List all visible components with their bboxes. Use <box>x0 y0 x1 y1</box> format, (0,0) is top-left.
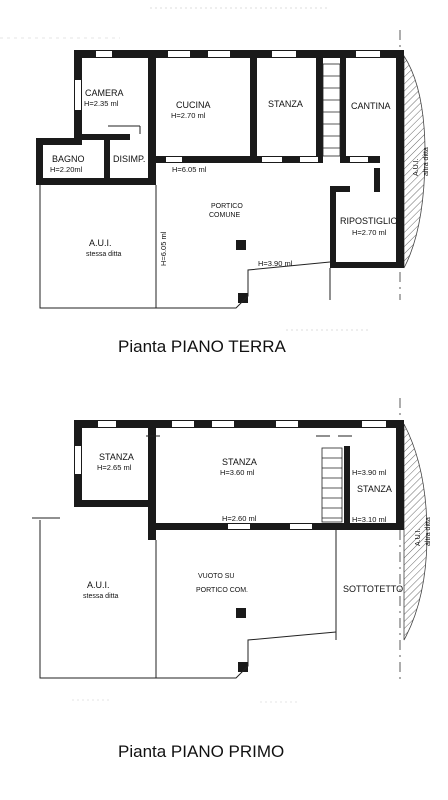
void-over-portico-line1: VUOTO SU <box>198 573 234 580</box>
room-cantina: CANTINA <box>351 101 391 111</box>
room-bagno: BAGNO <box>52 154 85 164</box>
neighbour-hatch-ground <box>403 54 426 269</box>
first-floor-staircase <box>321 447 343 523</box>
room-stanza-middle: STANZA <box>222 457 257 467</box>
aui-same-owner-ground-sub: stessa ditta <box>86 251 122 258</box>
aui-same-owner-ground: A.U.I. <box>89 238 112 248</box>
aui-other-owner-ground-line1: A.U.I. <box>413 158 420 176</box>
room-ripostiglio-height: H=2.70 ml <box>352 228 387 237</box>
room-camera: CAMERA <box>85 88 124 98</box>
room-camera-height: H=2.35 ml <box>84 99 119 108</box>
aui-same-owner-first-sub: stessa ditta <box>83 593 119 600</box>
room-bagno-height: H=2.20ml <box>50 165 83 174</box>
room-stanza-right: STANZA <box>357 484 392 494</box>
room-stanza: STANZA <box>268 99 303 109</box>
ground-staircase <box>322 63 341 157</box>
void-over-portico-line2: PORTICO COM. <box>196 587 248 594</box>
dimension-2-60: H=2.60 ml <box>222 514 257 523</box>
neighbour-hatch-first <box>403 423 428 641</box>
dimension-3-10: H=3.10 ml <box>352 515 387 524</box>
ground-floor-plan: CAMERA H=2.35 ml CUCINA H=2.70 ml STANZA… <box>0 7 430 356</box>
room-cucina: CUCINA <box>176 100 211 110</box>
room-stanza-middle-height: H=3.60 ml <box>220 468 255 477</box>
aui-other-owner-first-line2: altra ditta <box>425 517 432 546</box>
dimension-6-05-vertical: H=6.05 ml <box>159 231 168 266</box>
aui-same-owner-first: A.U.I. <box>87 580 110 590</box>
dimension-3-90-first: H=3.90 ml <box>352 468 387 477</box>
room-portico-line1: PORTICO <box>211 203 243 210</box>
first-floor-title: Pianta PIANO PRIMO <box>118 742 284 761</box>
aui-other-owner-first-line1: A.U.I. <box>415 528 422 546</box>
room-stanza-left-height: H=2.65 ml <box>97 463 132 472</box>
aui-other-owner-ground-line2: altra ditta <box>423 147 430 176</box>
room-stanza-left: STANZA <box>99 452 134 462</box>
room-portico-line2: COMUNE <box>209 212 240 219</box>
room-ripostiglio: RIPOSTIGLIO <box>340 216 398 226</box>
ground-windows <box>75 51 380 162</box>
ground-floor-title: Pianta PIANO TERRA <box>118 337 287 356</box>
room-disimpegno: DISIMP. <box>113 154 145 164</box>
first-floor-windows <box>75 421 386 529</box>
room-sottotetto: SOTTOTETTO <box>343 584 403 594</box>
dimension-6-05-horizontal: H=6.05 ml <box>172 165 207 174</box>
dimension-3-90: H=3.90 ml <box>258 259 293 268</box>
room-cucina-height: H=2.70 ml <box>171 111 206 120</box>
first-floor-plan: STANZA H=2.65 ml STANZA H=3.60 ml H=3.90… <box>32 398 432 761</box>
